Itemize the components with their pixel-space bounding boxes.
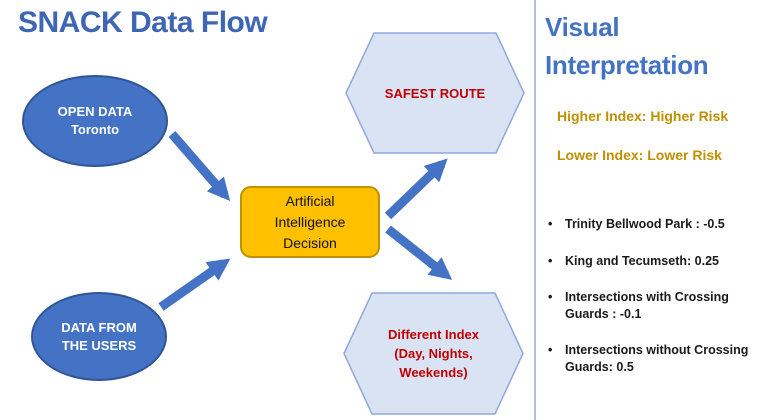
node-open-data-line1: OPEN DATA [57, 104, 133, 119]
panel-divider [534, 0, 536, 420]
node-ai-decision-line3: Decision [283, 234, 337, 251]
arrow-userdata-to-ai [158, 258, 231, 311]
node-user-data: DATA FROM THE USERS [31, 292, 167, 381]
different-index-hexagon-shape [343, 292, 524, 415]
node-safest-route-label: SAFEST ROUTE [384, 85, 486, 101]
arrow-ai-to-safest [384, 158, 448, 220]
node-open-data-line2: Toronto [70, 122, 120, 137]
slide-title: SNACK Data Flow [18, 6, 268, 39]
node-different-index-line3: Weekends) [399, 365, 468, 380]
panel-heading: Visual Interpretation [545, 12, 709, 80]
node-different-index-line2: (Day, Nights, [394, 346, 473, 361]
node-open-data: OPEN DATA Toronto [22, 75, 168, 167]
arrow-ai-to-index [385, 225, 453, 280]
arrow-opendata-to-ai [168, 131, 231, 201]
node-user-data-line2: THE USERS [61, 337, 137, 353]
legend-higher-index: Higher Index: Higher Risk [557, 108, 729, 124]
node-safest-route: SAFEST ROUTE [345, 32, 525, 154]
interpretation-bullet-list: Trinity Bellwood Park : -0.5 King and Te… [545, 216, 753, 395]
node-different-index-label: Different Index (Day, Nights, Weekends) [343, 292, 524, 415]
node-ai-decision-line1: Artificial [285, 192, 335, 209]
bullet-king-tecumseth: King and Tecumseth: 0.25 [545, 253, 753, 270]
bullet-trinity-bellwood: Trinity Bellwood Park : -0.5 [545, 216, 753, 233]
safest-route-hexagon-shape [345, 32, 525, 154]
node-ai-decision-line2: Intelligence [274, 213, 346, 230]
legend-lower-index: Lower Index: Lower Risk [557, 147, 722, 163]
node-different-index-line1: Different Index [387, 327, 479, 342]
node-ai-decision: Artificial Intelligence Decision [240, 186, 380, 258]
node-different-index: Different Index (Day, Nights, Weekends) [343, 292, 524, 415]
node-user-data-line1: DATA FROM [61, 319, 137, 335]
bullet-with-crossing-guards: Intersections with Crossing Guards : -0.… [545, 289, 753, 322]
bullet-without-crossing-guards: Intersections without Crossing Guards: 0… [545, 342, 753, 375]
